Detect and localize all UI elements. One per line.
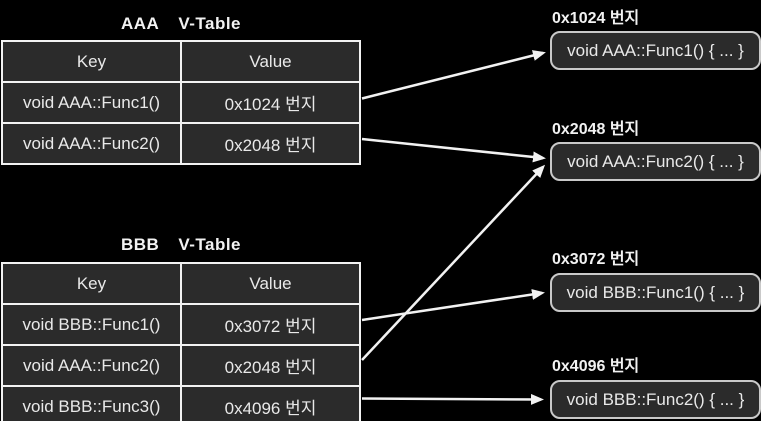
memory-box-0x2048: void AAA::Func2() { ... } [550,142,761,181]
bbb-row1-value: 0x3072 번지 [180,303,361,346]
aaa-row1-key: void AAA::Func1() [1,81,182,124]
arrow-aaa-func2-to-0x2048 [361,137,546,163]
table-row: void AAA::Func2() 0x2048 번지 [1,344,361,387]
bbb-header-value: Value [180,262,361,305]
bbb-row3-value: 0x4096 번지 [180,385,361,421]
bbb-row3-key: void BBB::Func3() [1,385,182,421]
aaa-class-name: AAA [120,14,160,33]
aaa-row1-value: 0x1024 번지 [180,81,361,124]
aaa-vtable-title: AAA V-Table [1,14,361,34]
bbb-row2-value: 0x2048 번지 [180,344,361,387]
arrow-bbb-func1-to-0x3072 [361,289,545,322]
aaa-vtable-label: V-Table [178,14,242,33]
bbb-class-name: BBB [120,235,160,254]
table-row: void AAA::Func1() 0x1024 번지 [1,81,361,124]
table-row: void BBB::Func3() 0x4096 번지 [1,385,361,421]
memory-box-0x3072: void BBB::Func1() { ... } [550,273,761,312]
bbb-row1-key: void BBB::Func1() [1,303,182,346]
memory-address-0x4096: 0x4096 번지 [552,358,640,375]
aaa-row2-key: void AAA::Func2() [1,122,182,165]
arrow-aaa-func1-to-0x1024 [361,50,546,100]
table-row: void AAA::Func2() 0x2048 번지 [1,122,361,165]
memory-address-0x2048: 0x2048 번지 [552,121,640,138]
bbb-vtable-label: V-Table [178,235,242,254]
table-header-row: Key Value [1,262,361,305]
bbb-vtable: Key Value void BBB::Func1() 0x3072 번지 vo… [1,262,361,421]
aaa-header-value: Value [180,40,361,83]
bbb-header-key: Key [1,262,182,305]
aaa-vtable: Key Value void AAA::Func1() 0x1024 번지 vo… [1,40,361,165]
memory-box-0x4096: void BBB::Func2() { ... } [550,380,761,419]
aaa-row2-value: 0x2048 번지 [180,122,361,165]
table-row: void BBB::Func1() 0x3072 번지 [1,303,361,346]
aaa-header-key: Key [1,40,182,83]
memory-box-0x1024: void AAA::Func1() { ... } [550,31,761,70]
arrow-bbb-aaafunc2-to-0x2048 [361,164,546,361]
memory-address-0x3072: 0x3072 번지 [552,251,640,268]
bbb-vtable-title: BBB V-Table [1,235,361,255]
memory-address-0x1024: 0x1024 번지 [552,10,640,27]
bbb-row2-key: void AAA::Func2() [1,344,182,387]
table-header-row: Key Value [1,40,361,83]
arrow-bbb-func3-to-0x4096 [361,393,544,405]
